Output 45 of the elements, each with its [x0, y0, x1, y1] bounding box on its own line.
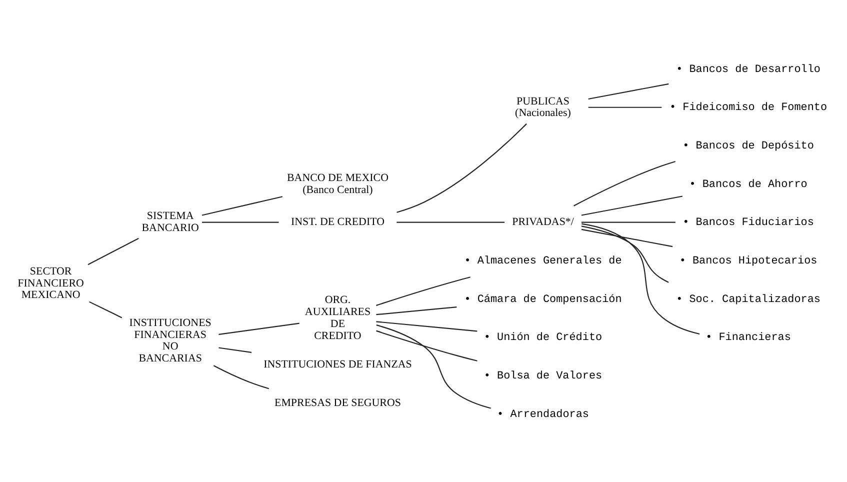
node-text: • Cámara de Compensación	[464, 293, 622, 306]
connector	[376, 276, 470, 306]
connector	[581, 225, 669, 282]
node-text: EMPRESAS DE SEGUROS	[274, 396, 401, 408]
connector	[213, 364, 269, 389]
node-text: INSTITUCIONES DE FIANZAS	[264, 358, 412, 370]
connector	[574, 160, 676, 206]
connector	[581, 221, 676, 222]
connector	[376, 324, 491, 408]
connector	[202, 221, 279, 222]
connector	[582, 222, 700, 334]
node-text: • Bancos de Desarrollo	[676, 63, 820, 76]
node-text: INST. DE CREDITO	[291, 216, 384, 228]
connector	[588, 106, 662, 108]
node-text: • Bancos de Ahorro	[689, 178, 808, 190]
node-text: PUBLICAS (Nacionales)	[515, 94, 571, 119]
connector	[89, 300, 122, 318]
connector	[581, 228, 673, 247]
connector	[376, 320, 478, 332]
node-text: • Fideicomiso de Fomento	[670, 102, 828, 114]
node-text: SECTOR FINANCIERO MEXICANO	[18, 264, 84, 301]
node-text: • Soc. Capitalizadoras	[676, 293, 820, 306]
connector	[88, 237, 139, 265]
node-text: ORG. AUXILIARES DE CREDITO	[304, 294, 371, 342]
node-text: • Unión de Crédito	[484, 332, 602, 344]
node-text: SISTEMA BANCARIO	[142, 210, 199, 234]
connector	[376, 330, 478, 361]
connector	[218, 322, 300, 334]
connector	[396, 221, 505, 222]
node-text: • Arrendadoras	[497, 408, 589, 420]
connector	[202, 196, 283, 216]
node-text: • Bolsa de Valores	[484, 370, 602, 382]
connector	[588, 82, 669, 100]
node-text: PRIVADAS*/	[512, 216, 574, 228]
node-text: • Bancos Fiduciarios	[682, 216, 814, 229]
node-text: • Almacenes Generales de	[464, 254, 622, 267]
node-text: • Bancos de Depósito	[682, 140, 814, 152]
connector	[218, 346, 252, 352]
connector	[376, 306, 457, 315]
node-text: INSTITUCIONES FINANCIERAS NO BANCARIAS	[129, 316, 212, 364]
node-text: BANCO DE MEXICO (Banco Central)	[287, 171, 388, 196]
connector	[581, 195, 683, 216]
node-text: • Bancos Hipotecarios	[679, 254, 818, 267]
node-text: • Financieras	[706, 332, 791, 344]
connector	[396, 122, 527, 212]
